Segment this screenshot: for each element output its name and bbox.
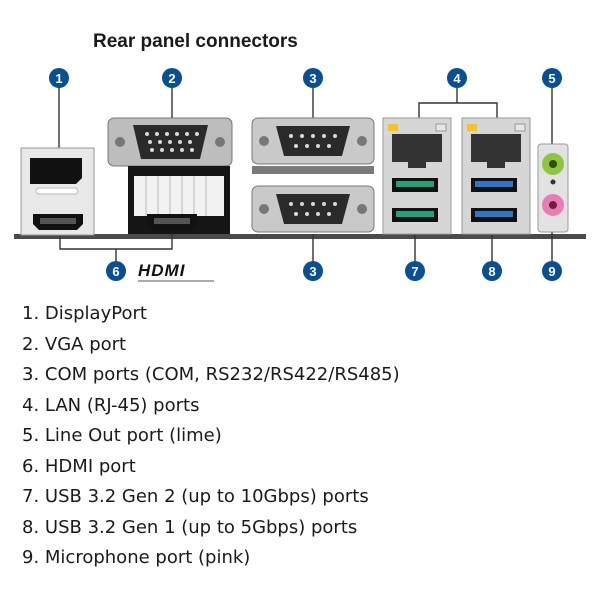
- callout-1: 1: [49, 68, 69, 88]
- legend-item-usb-gen1: 8. USB 3.2 Gen 1 (up to 5Gbps) ports: [22, 516, 358, 538]
- svg-text:3: 3: [309, 71, 316, 86]
- com-ports: [251, 117, 375, 233]
- lan-port-1: [392, 134, 442, 168]
- rear-panel-diagram: HDMI 1 2 3 4 5 3 6 7 8 9: [14, 68, 586, 282]
- com-port-2: [276, 194, 350, 224]
- svg-text:8: 8: [488, 264, 495, 279]
- lan-usb-stack-left: [382, 117, 452, 235]
- connector-legend: 1. DisplayPort 2. VGA port 3. COM ports …: [22, 299, 400, 574]
- audio-jacks: [537, 143, 569, 233]
- svg-text:1: 1: [55, 71, 62, 86]
- vga-hdmi-block: [107, 117, 233, 234]
- legend-item-hdmi: 6. HDMI port: [22, 455, 136, 477]
- svg-text:6: 6: [112, 264, 119, 279]
- svg-text:9: 9: [548, 264, 555, 279]
- svg-text:HDMI: HDMI: [138, 261, 186, 280]
- legend-item-displayport: 1. DisplayPort: [22, 303, 147, 324]
- callout-5: 5: [542, 68, 562, 88]
- displayport-hdmi-housing: [20, 147, 95, 236]
- svg-text:2: 2: [168, 71, 175, 86]
- callout-7: 7: [405, 261, 425, 281]
- callout-9: 9: [542, 261, 562, 281]
- legend-item-com: 3. COM ports (COM, RS232/RS422/RS485): [22, 364, 400, 385]
- diagram-title: Rear panel connectors: [93, 31, 298, 52]
- callout-4: 4: [447, 68, 467, 88]
- board-edge: [14, 234, 586, 239]
- callout-6: 6: [106, 261, 126, 281]
- legend-item-vga: 2. VGA port: [22, 333, 127, 355]
- svg-text:4: 4: [453, 71, 461, 86]
- legend-item-usb-gen2: 7. USB 3.2 Gen 2 (up to 10Gbps) ports: [22, 486, 369, 507]
- lan-usb-stack-right: [461, 117, 531, 235]
- svg-text:3: 3: [309, 264, 316, 279]
- svg-text:7: 7: [411, 264, 418, 279]
- callout-2: 2: [162, 68, 182, 88]
- com-port-1: [276, 126, 350, 156]
- callout-3-bottom: 3: [303, 261, 323, 281]
- legend-item-mic: 9. Microphone port (pink): [22, 547, 251, 568]
- legend-item-lan: 4. LAN (RJ-45) ports: [22, 394, 200, 416]
- legend-item-line-out: 5. Line Out port (lime): [22, 425, 222, 446]
- svg-text:5: 5: [548, 71, 555, 86]
- hdmi-logo: HDMI: [138, 261, 214, 282]
- callout-3-top: 3: [303, 68, 323, 88]
- callout-8: 8: [482, 261, 502, 281]
- lan-port-2: [471, 134, 521, 168]
- displayport-port: [30, 158, 82, 184]
